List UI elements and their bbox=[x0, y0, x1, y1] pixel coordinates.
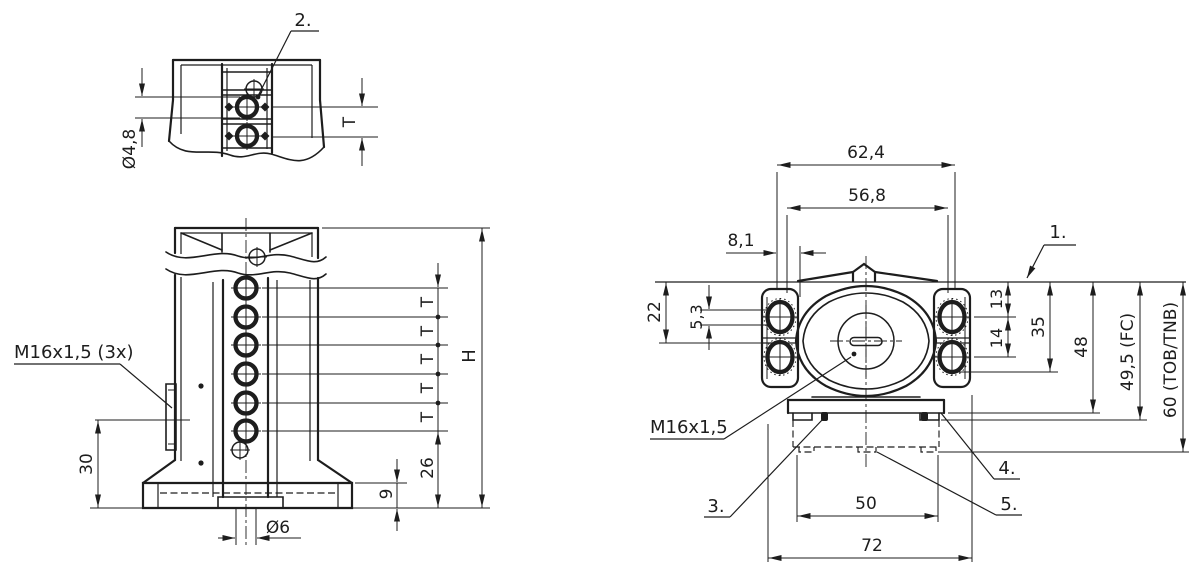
dim-35-value: 35 bbox=[1029, 316, 1049, 338]
dim-49-5-value: 49,5 (FC) bbox=[1118, 313, 1138, 391]
dim-50-value: 50 bbox=[855, 494, 877, 514]
callout-5: 5. bbox=[876, 451, 1022, 516]
dim-56-8-value: 56,8 bbox=[848, 186, 886, 206]
break-wave bbox=[165, 251, 327, 280]
thread-front-value: M16x1,5 bbox=[650, 417, 728, 438]
dimension-dia-4-8: Ø4,8 bbox=[120, 68, 240, 169]
dimension-pitch-t-detail: T bbox=[273, 78, 378, 166]
pitch-t-2: T bbox=[418, 325, 438, 337]
dimension-height-h: H bbox=[90, 227, 490, 509]
front-base bbox=[786, 396, 946, 453]
label-thread-front: M16x1,5 bbox=[650, 356, 852, 440]
dim-30-value: 30 bbox=[77, 453, 97, 475]
dia-4-8-value: Ø4,8 bbox=[120, 129, 140, 169]
detail-section-view: 2. Ø4,8 T bbox=[120, 10, 378, 169]
callout-1: 1. bbox=[1026, 222, 1076, 279]
front-view: 62,4 56,8 8,1 22 5,3 M bbox=[645, 143, 1189, 562]
dimension-dia-6: Ø6 bbox=[218, 509, 301, 545]
dim-9-value: 9 bbox=[377, 489, 397, 500]
callout-3: 3. bbox=[704, 418, 824, 518]
side-base-outline bbox=[141, 481, 354, 510]
front-top-profile bbox=[796, 262, 939, 283]
dim-h-value: H bbox=[459, 349, 480, 363]
dimension-72: 72 bbox=[767, 395, 973, 562]
dim-5-3-value: 5,3 bbox=[687, 304, 706, 329]
dimension-35: 35 bbox=[955, 282, 1058, 373]
dim-62-4-value: 62,4 bbox=[847, 143, 885, 163]
pitch-t-1: T bbox=[418, 296, 438, 308]
callout-4-label: 4. bbox=[998, 458, 1015, 479]
dimension-5-3: 5,3 bbox=[687, 285, 770, 350]
dimension-8-1: 8,1 bbox=[726, 231, 826, 297]
dimension-30: 30 bbox=[77, 419, 190, 508]
callout-3-label: 3. bbox=[707, 496, 724, 517]
dim-8-1-value: 8,1 bbox=[727, 231, 754, 251]
dim-60-value: 60 (TOB/TNB) bbox=[1161, 302, 1181, 418]
side-cap-outline bbox=[173, 226, 320, 267]
side-column-outline bbox=[141, 273, 354, 499]
pitch-t-detail-value: T bbox=[340, 116, 360, 128]
dimension-14: 14 bbox=[987, 318, 1011, 356]
side-grub-screw-tab bbox=[165, 383, 177, 451]
dimension-26: 26 bbox=[418, 457, 441, 507]
dimension-pitch-chain: T T T T T bbox=[262, 263, 448, 508]
dimension-56-8: 56,8 bbox=[786, 186, 949, 293]
label-thread-3x: M16x1,5 (3x) bbox=[14, 342, 173, 409]
pitch-t-5: T bbox=[418, 411, 438, 423]
detail-slot-nut-holes bbox=[224, 79, 270, 150]
dim-72-value: 72 bbox=[861, 536, 883, 556]
thread-3x-value: M16x1,5 (3x) bbox=[14, 342, 134, 363]
dimension-60-tob-tnb: 60 (TOB/TNB) bbox=[938, 282, 1189, 453]
pitch-t-3: T bbox=[418, 353, 438, 365]
pitch-t-4: T bbox=[418, 382, 438, 394]
dimension-9: 9 bbox=[355, 459, 407, 531]
dimension-49-5-fc: 49,5 (FC) bbox=[941, 282, 1147, 421]
callout-2-label: 2. bbox=[294, 10, 311, 31]
dia-6-value: Ø6 bbox=[266, 518, 290, 538]
dimension-48: 48 bbox=[948, 282, 1100, 414]
dimension-22: 22 bbox=[645, 282, 766, 344]
dimension-50: 50 bbox=[796, 455, 939, 522]
dim-14-value: 14 bbox=[987, 328, 1006, 348]
side-mount-holes bbox=[198, 274, 261, 466]
callout-1-label: 1. bbox=[1049, 222, 1066, 243]
front-lug-holes bbox=[763, 298, 969, 376]
dim-13-value: 13 bbox=[987, 289, 1006, 309]
dim-26-value: 26 bbox=[418, 457, 438, 479]
dimension-62-4: 62,4 bbox=[776, 143, 956, 290]
dim-22-value: 22 bbox=[645, 301, 665, 323]
callout-2: 2. bbox=[255, 10, 319, 100]
side-elevation-view: 30 M16x1,5 (3x) T T T T T 26 bbox=[14, 218, 490, 545]
callout-5-label: 5. bbox=[1000, 494, 1017, 515]
callout-4: 4. bbox=[940, 412, 1020, 480]
dim-48-value: 48 bbox=[1072, 336, 1092, 358]
